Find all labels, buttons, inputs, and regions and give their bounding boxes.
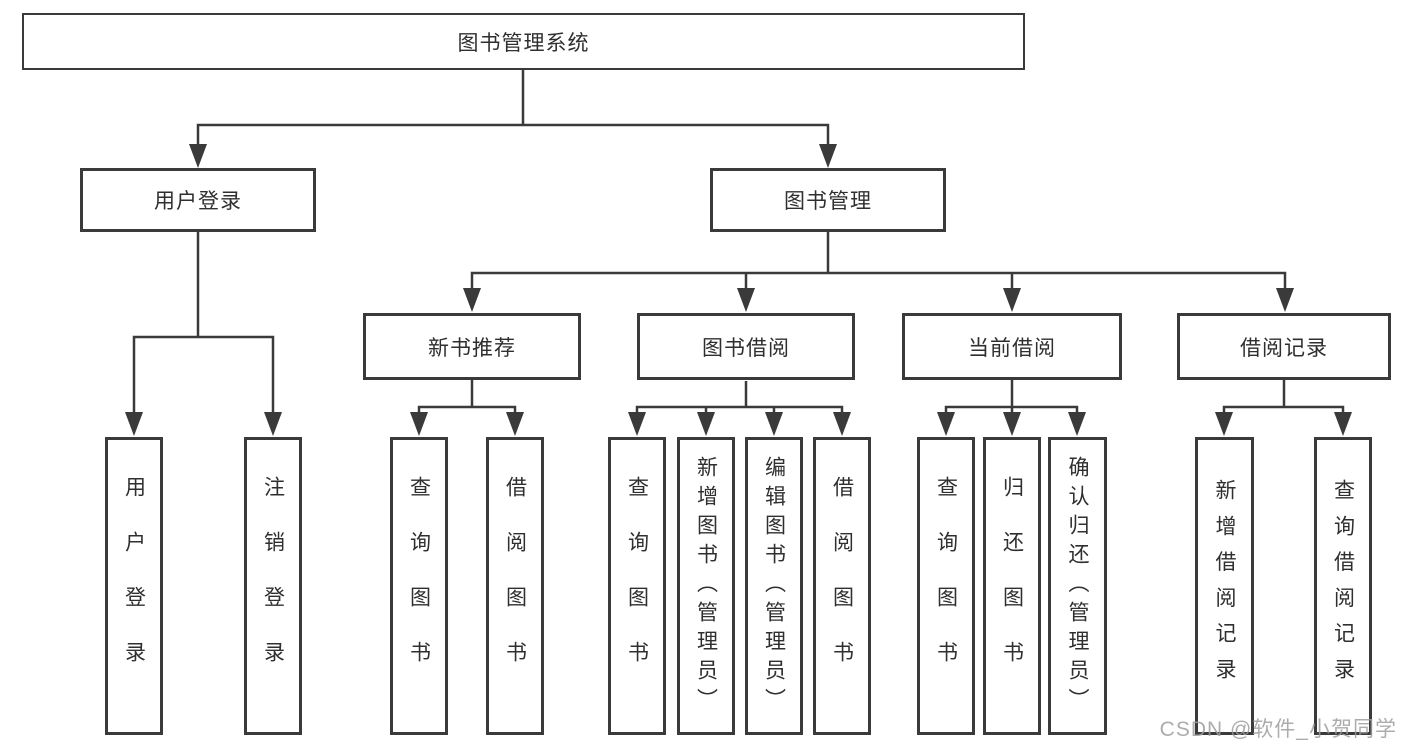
leaf-current-query-book: 查询图书 [917,437,975,735]
leaf-return-book: 归还图书 [983,437,1041,735]
arrow-down-icon [410,412,428,436]
node-label: 查询图书 [407,476,431,696]
node-book-management: 图书管理 [710,168,946,232]
node-label: 注销登录 [261,476,285,696]
node-label: 新增借阅记录 [1213,478,1236,694]
node-label: 查询借阅记录 [1331,478,1355,694]
arrow-down-icon [1003,288,1021,312]
arrow-down-icon [833,412,851,436]
node-label: 当前借阅 [968,336,1056,360]
arrow-down-icon [937,412,955,436]
leaf-recommend-query-book: 查询图书 [390,437,448,735]
arrow-down-icon [819,144,837,168]
node-label: 图书管理 [784,190,872,213]
arrow-down-icon [1068,412,1086,436]
node-book-borrow: 图书借阅 [637,313,855,380]
leaf-confirm-return-admin: 确认归还（管理员） [1048,437,1107,735]
leaf-add-borrow-record: 新增借阅记录 [1195,437,1254,735]
arrow-down-icon [506,412,524,436]
arrow-down-icon [697,412,715,436]
watermark: CSDN @软件_小贺同学 [1159,718,1397,741]
arrow-down-icon [264,412,282,436]
arrow-down-icon [1003,412,1021,436]
arrow-down-icon [1276,288,1294,312]
node-label: 图书借阅 [702,336,790,360]
node-current-borrow: 当前借阅 [902,313,1122,380]
node-label: 借阅图书 [503,476,527,696]
arrow-down-icon [737,288,755,312]
node-label: 新书推荐 [428,336,516,360]
connector-lines [132,70,1345,413]
node-label: 确认归还（管理员） [1066,455,1089,717]
arrow-down-icon [125,412,143,436]
arrow-down-icon [628,412,646,436]
node-label: 新增图书（管理员） [694,455,718,717]
node-label: 编辑图书（管理员） [762,455,786,717]
node-label: 图书管理系统 [457,31,590,55]
leaf-logout-login: 注销登录 [244,437,302,735]
node-label: 查询图书 [934,476,958,696]
leaf-recommend-borrow-book: 借阅图书 [486,437,544,735]
node-user-login: 用户登录 [80,168,316,232]
node-label: 用户登录 [122,476,146,696]
node-label: 查询图书 [625,476,649,696]
node-label: 借阅图书 [830,476,854,696]
node-label: 用户登录 [154,190,242,213]
node-library-system: 图书管理系统 [22,13,1025,70]
arrow-down-icon [463,288,481,312]
node-label: 借阅记录 [1240,336,1328,360]
node-borrow-record: 借阅记录 [1177,313,1391,380]
leaf-edit-book-admin: 编辑图书（管理员） [745,437,803,735]
leaf-query-borrow-record: 查询借阅记录 [1314,437,1372,735]
arrow-down-icon [189,144,207,168]
arrow-down-icon [1334,412,1352,436]
node-new-book-recommend: 新书推荐 [363,313,581,380]
arrow-down-icon [1215,412,1233,436]
leaf-borrow-borrow-book: 借阅图书 [813,437,871,735]
node-label: 归还图书 [1000,476,1024,696]
leaf-user-login: 用户登录 [105,437,163,735]
leaf-borrow-query-book: 查询图书 [608,437,666,735]
arrow-down-icon [765,412,783,436]
leaf-add-book-admin: 新增图书（管理员） [677,437,735,735]
